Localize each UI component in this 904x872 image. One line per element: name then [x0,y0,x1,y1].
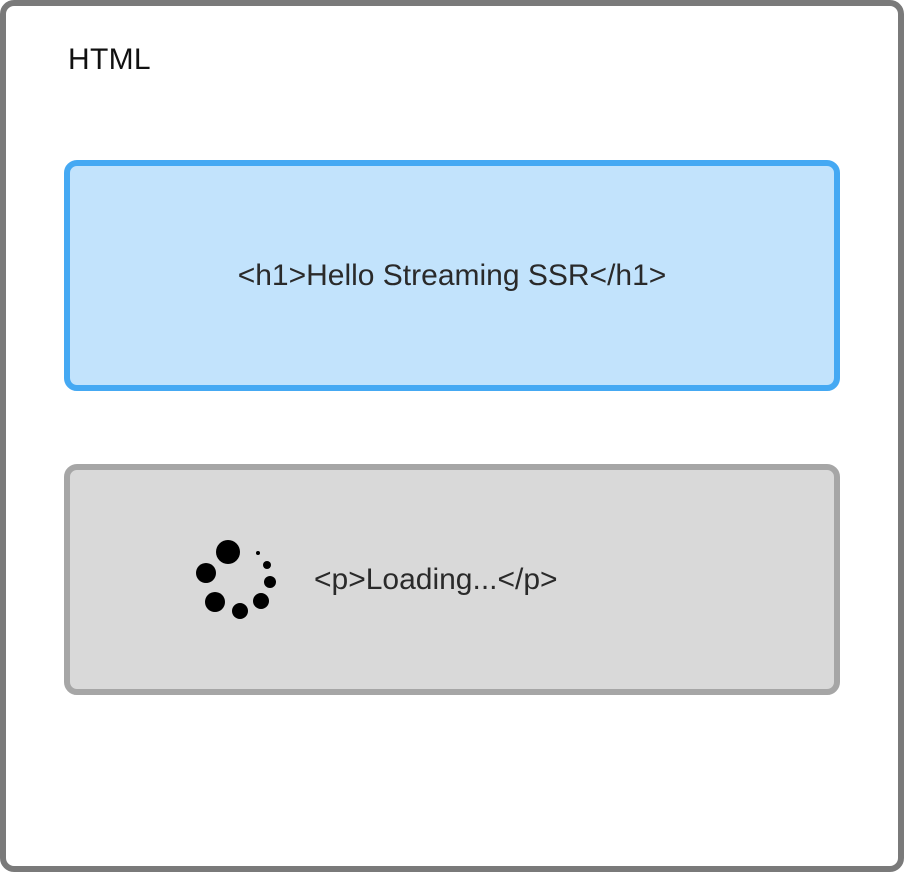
heading-box: <h1>Hello Streaming SSR</h1> [64,160,840,391]
loading-placeholder-box [64,464,840,695]
loading-text: <p>Loading...</p> [314,563,558,596]
heading-box-label: <h1>Hello Streaming SSR</h1> [237,258,667,292]
loading-spinner-icon [196,540,276,619]
frame-title: HTML [68,43,151,76]
